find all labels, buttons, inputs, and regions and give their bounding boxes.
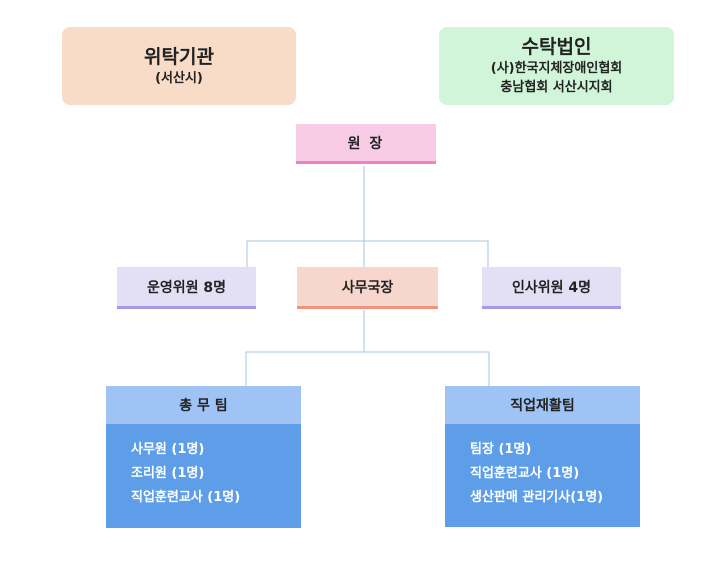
vocational-rehab-team-title: 직업재활팀 [510,398,575,414]
entrusting-org-subtitle: (서산시) [155,70,203,86]
team-member: 사무원 (1명) [131,442,205,457]
team-member: 직업훈련교사 (1명) [470,466,580,481]
team-member: 직업훈련교사 (1명) [131,490,241,505]
director-box: 원 장 [296,124,436,164]
trustee-org-title: 수탁법인 [521,36,592,58]
vocational-rehab-team-header: 직업재활팀 [445,386,640,424]
trustee-org-line2: 충남협회 서산시지회 [500,80,613,95]
committees-branch-line [246,240,489,267]
personnel-committee-label: 인사위원 4명 [511,279,591,296]
operating-committee-box: 운영위원 8명 [117,267,256,309]
general-affairs-team-header: 총 무 팀 [106,386,301,424]
trustee-org-box: 수탁법인 (사)한국지체장애인협회 충남협회 서산시지회 [439,27,674,105]
general-affairs-team-box: 총 무 팀 사무원 (1명) 조리원 (1명) 직업훈련교사 (1명) [106,386,301,528]
teams-branch-line [245,351,490,386]
entrusting-org-title: 위탁기관 [144,45,214,68]
general-affairs-team-title: 총 무 팀 [179,398,228,414]
team-member: 팀장 (1명) [470,442,532,457]
operating-committee-label: 운영위원 8명 [146,279,226,296]
team-member: 생산판매 관리기사(1명) [470,490,604,505]
secretary-general-label: 사무국장 [341,279,394,296]
trustee-org-line1: (사)한국지체장애인협회 [490,61,623,76]
general-affairs-team-members: 사무원 (1명) 조리원 (1명) 직업훈련교사 (1명) [106,424,301,528]
director-label: 원 장 [347,135,385,152]
vocational-rehab-team-box: 직업재활팀 팀장 (1명) 직업훈련교사 (1명) 생산판매 관리기사(1명) [445,386,640,527]
personnel-committee-box: 인사위원 4명 [482,267,621,309]
entrusting-org-box: 위탁기관 (서산시) [62,27,296,105]
team-member: 조리원 (1명) [131,466,205,481]
secretary-general-box: 사무국장 [297,267,438,309]
vocational-rehab-team-members: 팀장 (1명) 직업훈련교사 (1명) 생산판매 관리기사(1명) [445,424,640,527]
